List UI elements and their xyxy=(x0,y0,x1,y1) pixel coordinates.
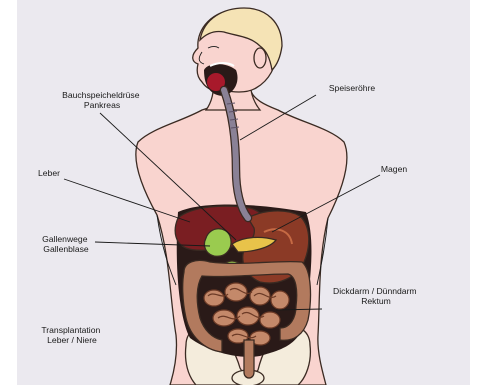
label-transplant-line-2: Leber / Niere xyxy=(47,335,97,345)
label-intestine-line-1: Dickdarm / Dünndarm xyxy=(333,286,417,296)
label-bile-line-2: Gallenblase xyxy=(43,244,89,254)
label-transplant: Transplantation Leber / Niere xyxy=(41,325,102,345)
label-stomach: Magen xyxy=(381,164,407,174)
label-bile: Gallenwege Gallenblase xyxy=(42,234,90,254)
rectum xyxy=(244,340,254,378)
label-esophagus: Speiseröhre xyxy=(329,83,376,93)
gallbladder xyxy=(204,229,231,257)
label-intestine-line-2: Rektum xyxy=(361,296,391,306)
label-pancreas-line-2: Pankreas xyxy=(84,100,120,110)
ear xyxy=(254,48,266,68)
label-stomach-line-1: Magen xyxy=(381,164,407,174)
label-bile-line-1: Gallenwege xyxy=(42,234,88,244)
label-liver-line-1: Leber xyxy=(38,168,60,178)
label-pancreas-line-1: Bauchspeicheldrüse xyxy=(62,90,140,100)
label-esophagus-line-1: Speiseröhre xyxy=(329,83,376,93)
label-liver: Leber xyxy=(38,168,60,178)
label-transplant-line-1: Transplantation xyxy=(41,325,100,335)
